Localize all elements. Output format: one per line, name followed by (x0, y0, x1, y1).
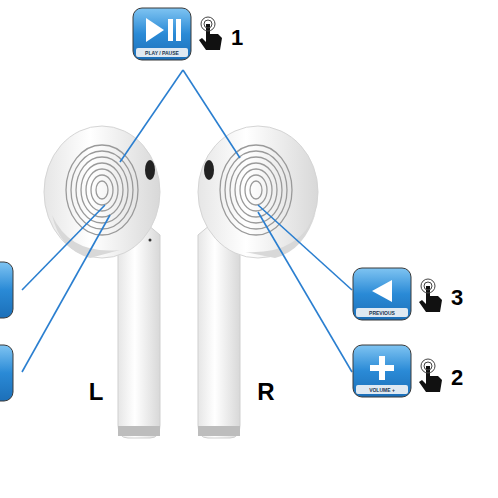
button-caption: PLAY / PAUSE (145, 50, 179, 56)
callout-number: 1 (231, 25, 243, 51)
callout-number: 3 (451, 285, 463, 311)
button-caption: VOLUME + (369, 387, 395, 393)
side-letter: L (89, 378, 104, 406)
button-caption: PREVIOUS (369, 310, 395, 316)
callout-number: 2 (451, 365, 463, 391)
side-letter: R (257, 378, 274, 406)
